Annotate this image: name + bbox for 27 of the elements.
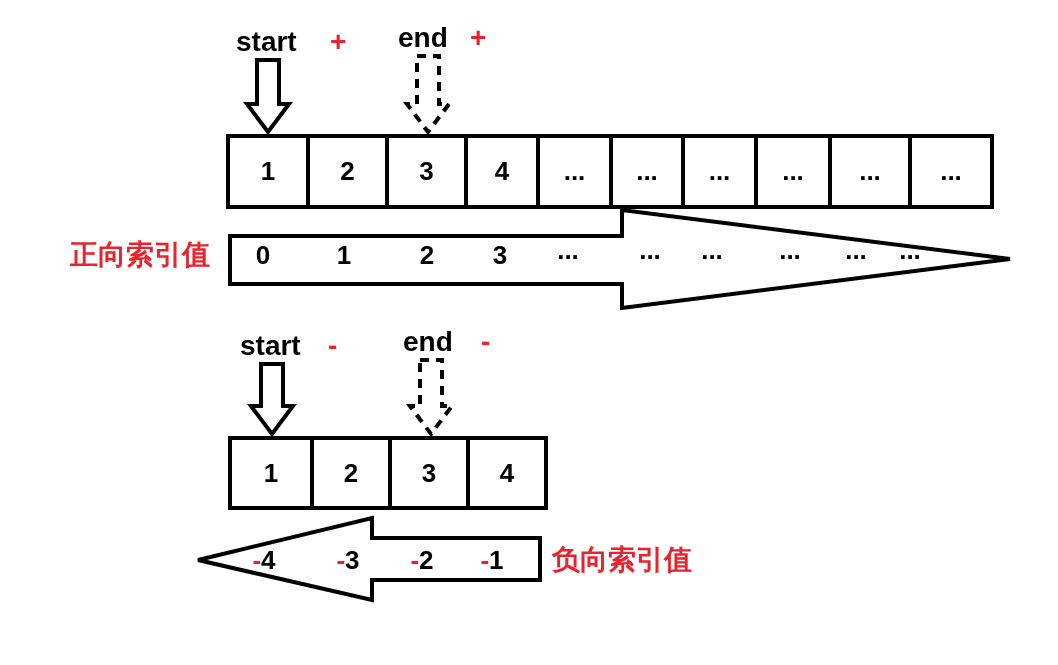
- pointer-label: start: [240, 332, 301, 360]
- index-value: -4: [252, 547, 276, 573]
- index-value: -3: [336, 547, 360, 573]
- index-value: ...: [845, 237, 867, 263]
- axis-label: 正向索引值: [70, 241, 210, 269]
- axis-label: 负向索引值: [552, 546, 692, 574]
- index-value: ...: [557, 237, 579, 263]
- index-value: ...: [639, 237, 661, 263]
- index-value: -1: [480, 547, 504, 573]
- pointer-arrow: [247, 362, 297, 438]
- index-value: ...: [899, 237, 921, 263]
- sign-label: -: [481, 328, 491, 356]
- pointer-label: end: [398, 24, 448, 52]
- index-value: -2: [410, 547, 434, 573]
- index-value: 1: [336, 242, 352, 268]
- pointer-arrow: [243, 58, 293, 136]
- index-value: 0: [255, 242, 271, 268]
- pointer-arrow: [403, 54, 453, 136]
- sign-label: +: [470, 24, 487, 52]
- sign-label: +: [330, 28, 347, 56]
- index-value: 2: [419, 242, 435, 268]
- index-value: ...: [779, 237, 801, 263]
- pointer-label: end: [403, 328, 453, 356]
- pointer-label: start: [236, 28, 297, 56]
- sign-label: -: [328, 332, 338, 360]
- index-value: ...: [701, 237, 723, 263]
- index-value: 3: [492, 242, 508, 268]
